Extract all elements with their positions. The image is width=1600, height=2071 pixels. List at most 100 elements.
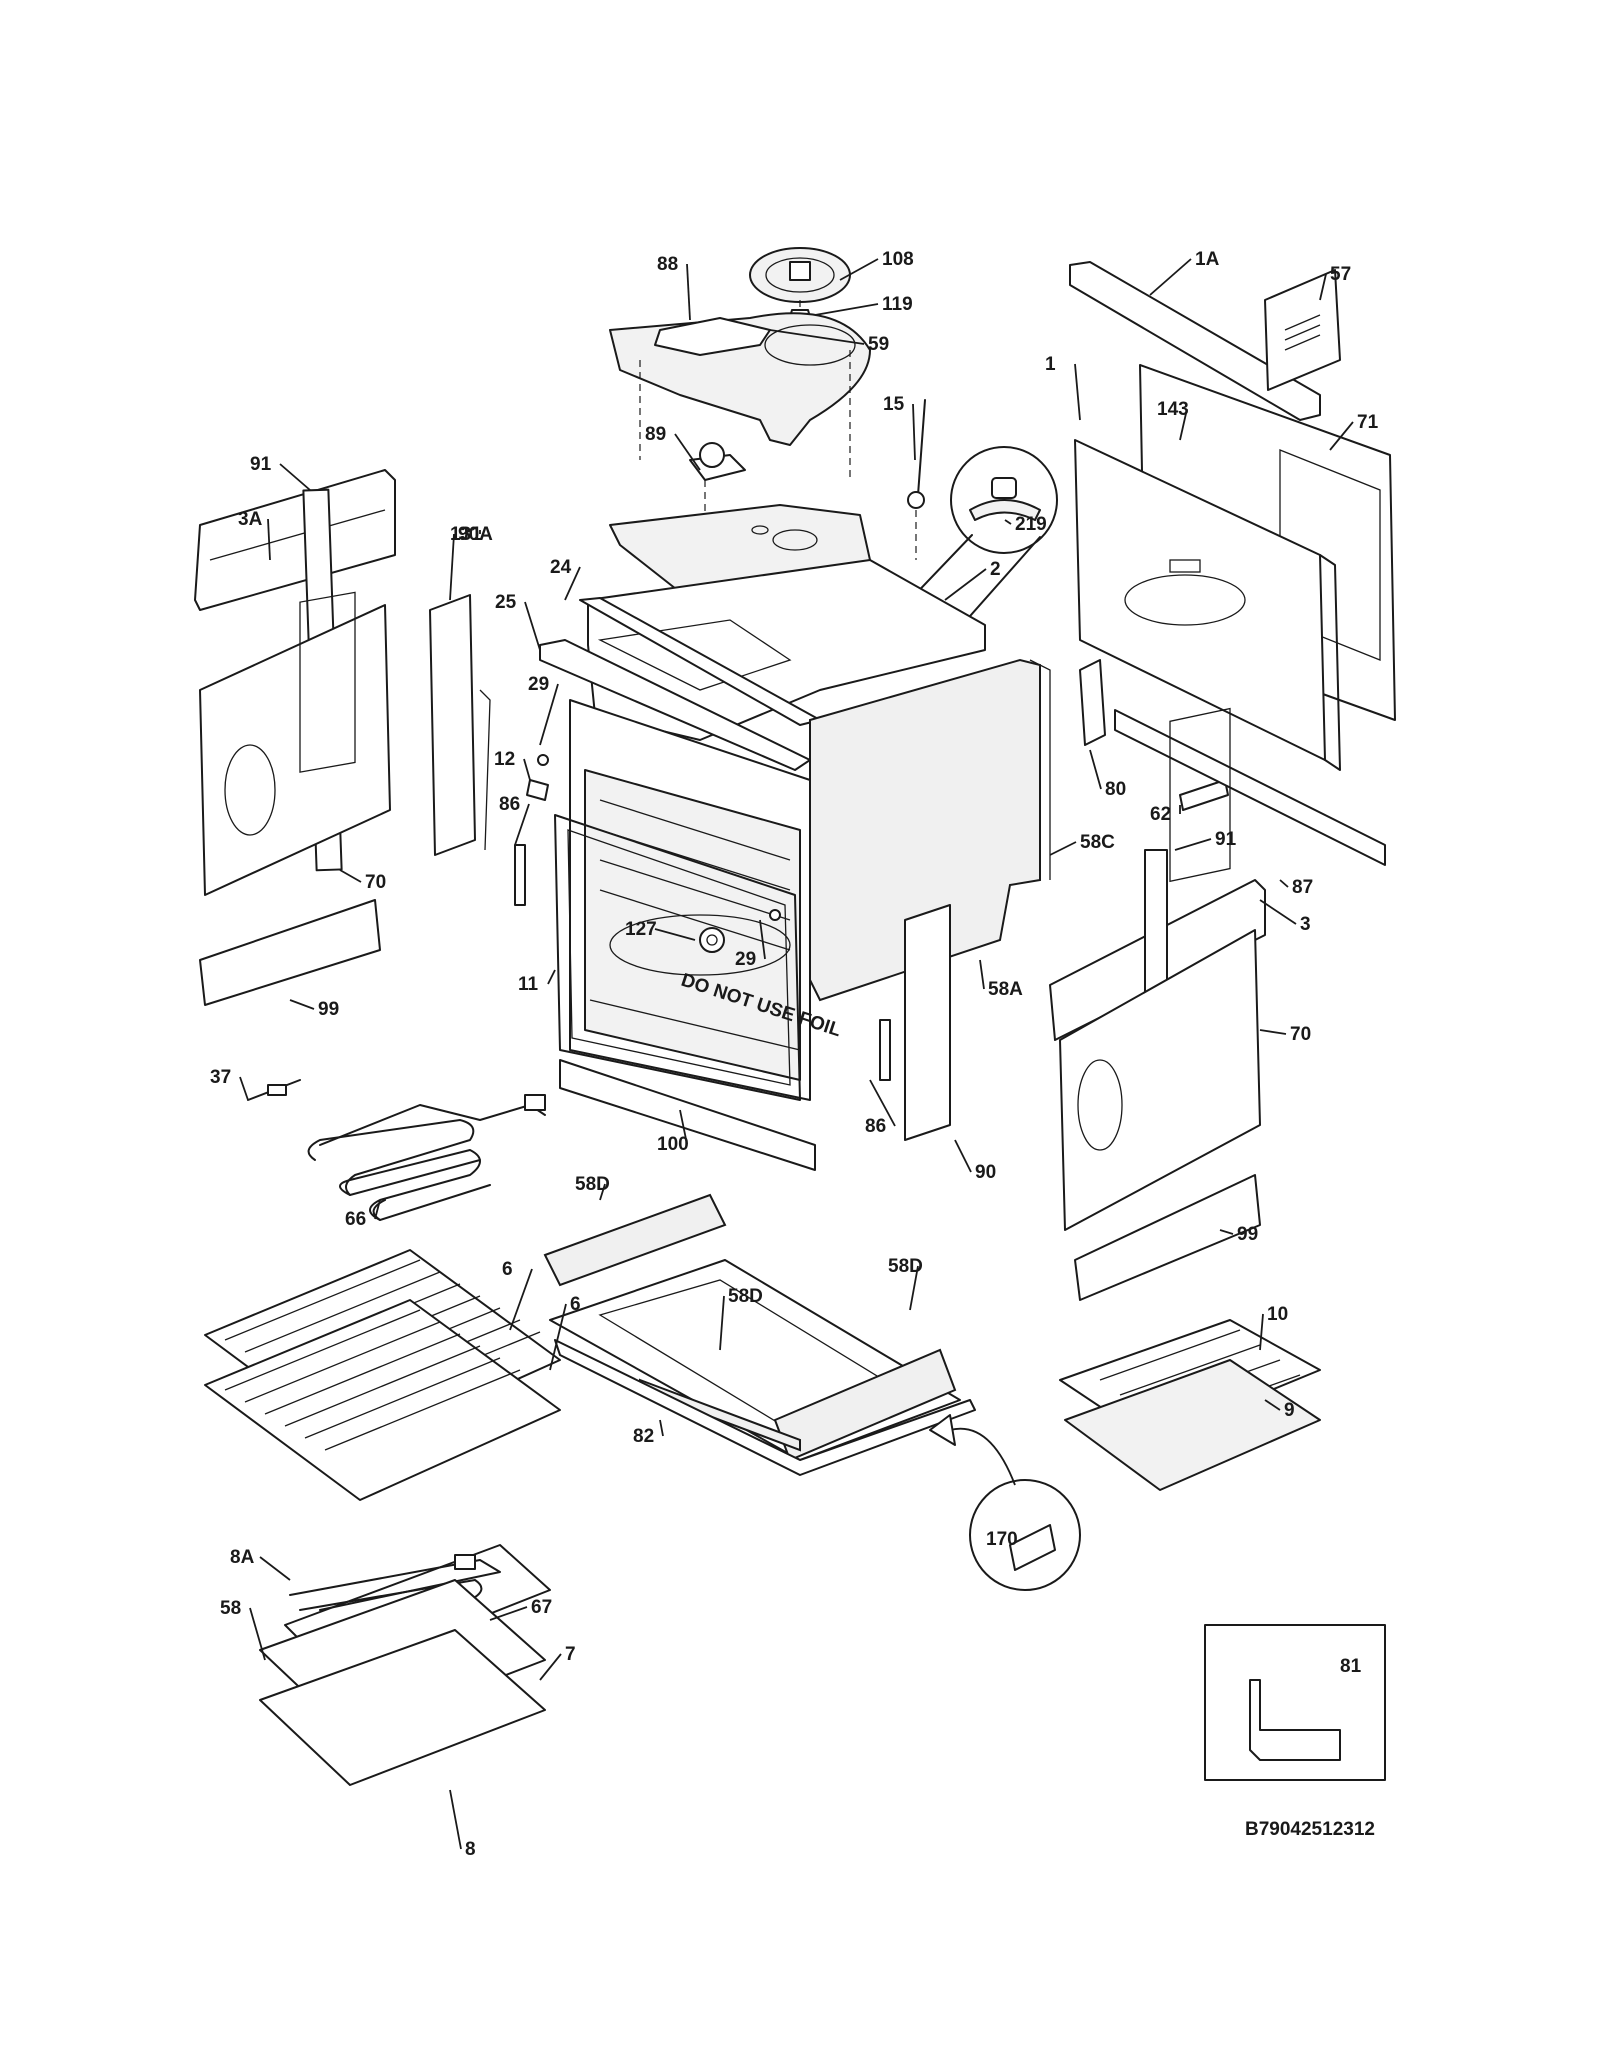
- leader-line: [674, 433, 701, 471]
- front-side-panel: [904, 904, 951, 1141]
- leader-line: [547, 969, 556, 985]
- leader-line: [449, 533, 455, 601]
- leader-line: [374, 1199, 381, 1220]
- callout-label: 170: [986, 1529, 1018, 1550]
- callout-label: 90A: [458, 524, 493, 545]
- broil-pan: [1064, 1359, 1321, 1491]
- leader-line: [909, 1265, 919, 1311]
- callout-label: 24: [550, 557, 572, 578]
- leader-line: [686, 263, 691, 321]
- leader-line: [524, 601, 541, 651]
- callout-label: 91: [1215, 829, 1237, 850]
- element-bracket: [247, 1079, 301, 1101]
- callout-label: 58: [220, 1598, 241, 1619]
- callout-label: 71: [1357, 412, 1379, 433]
- callout-label: 58A: [988, 979, 1023, 1000]
- hi-limit-detail-circle: [861, 446, 1058, 651]
- callout-label: 57: [1330, 264, 1351, 285]
- callout-label: 91: [250, 454, 272, 475]
- leader-line: [869, 1079, 896, 1127]
- callout-label: 99: [318, 999, 339, 1020]
- callout-label: 2: [990, 559, 1001, 580]
- callout-label: 99: [1237, 1224, 1258, 1245]
- callout-label: 25: [495, 592, 517, 613]
- terminal-block: [1179, 779, 1229, 811]
- top-back-bracket: [1069, 261, 1321, 421]
- leader-line: [539, 1653, 562, 1681]
- leader-line: [839, 258, 879, 281]
- leader-line: [719, 1295, 725, 1351]
- kick-panel: [559, 1059, 816, 1171]
- callout-label: 3A: [238, 509, 263, 530]
- leader-line: [944, 568, 987, 601]
- detail-box: [1204, 1624, 1386, 1781]
- leader-line: [449, 1789, 462, 1850]
- back-panel: [1074, 439, 1341, 771]
- leader-line: [1004, 519, 1012, 525]
- callout-label: 58C: [1080, 832, 1115, 853]
- thermal-switch: [689, 442, 746, 530]
- callout-label: 8: [465, 1839, 476, 1860]
- side-channel-90a: [429, 594, 491, 856]
- leader-line: [1149, 258, 1192, 296]
- leader-line: [1319, 273, 1327, 301]
- leader-line: [289, 999, 315, 1010]
- oven-door-gasket: [554, 814, 801, 1101]
- leader-line: [267, 518, 271, 561]
- callout-label: 90: [975, 1162, 996, 1183]
- callout-label: 6: [502, 1259, 513, 1280]
- leader-line: [769, 329, 865, 345]
- leader-line: [1279, 879, 1289, 888]
- callout-label: 37: [210, 1067, 231, 1088]
- leader-line: [912, 403, 916, 461]
- callout-label: 8A: [230, 1547, 255, 1568]
- leader-line: [599, 1183, 606, 1201]
- leader-line: [1259, 1313, 1264, 1351]
- leader-line: [339, 869, 362, 883]
- leader-line: [1329, 421, 1354, 451]
- callout-label: 58D: [575, 1174, 610, 1195]
- bottom-channel-right: [1074, 1174, 1261, 1301]
- oven-cavity: [569, 699, 811, 1101]
- callout-label: 58D: [888, 1256, 923, 1277]
- callout-label: 87: [1292, 877, 1313, 898]
- leader-line: [489, 1606, 528, 1621]
- callout-label: 88: [657, 254, 678, 275]
- leader-line: [659, 1419, 664, 1437]
- leader-line: [1174, 838, 1212, 851]
- leader-line: [509, 1268, 533, 1331]
- oven-sensor-probe: [907, 399, 926, 560]
- leader-line: [514, 803, 530, 846]
- leader-line: [679, 1109, 688, 1145]
- leader-line: [539, 683, 559, 746]
- callout-label: 1A: [1195, 249, 1220, 270]
- vent-trim-front: [539, 639, 811, 771]
- callout-label: 70: [365, 872, 386, 893]
- screw: [537, 754, 781, 921]
- callout-label: 219: [1015, 514, 1047, 535]
- duct-cover: [654, 317, 771, 356]
- callout-label: 100: [657, 1134, 689, 1155]
- leader-line: [239, 1076, 249, 1101]
- callout-label: 66: [345, 1209, 366, 1230]
- callout-label: 29: [735, 949, 756, 970]
- leader-line: [249, 1607, 266, 1661]
- callout-label: 10: [1267, 1304, 1288, 1325]
- fan-bolt: [699, 927, 725, 953]
- bottom-support-frame: [554, 1339, 976, 1476]
- callout-label: 119: [882, 294, 913, 315]
- leader-line: [549, 1303, 567, 1371]
- bottom-bake-shield: [259, 1629, 546, 1786]
- bottom-rail-right: [1114, 709, 1386, 866]
- callout-label: 80: [1105, 779, 1126, 800]
- callout-label: 9: [1284, 1400, 1295, 1421]
- leader-line: [1074, 363, 1081, 421]
- leader-line: [1179, 408, 1188, 441]
- leader-line: [564, 566, 581, 601]
- door-hinge-receptacle: [514, 844, 891, 1081]
- callout-label: 89: [645, 424, 666, 445]
- leader-line: [279, 463, 311, 491]
- callout-label: 81: [1340, 1656, 1362, 1677]
